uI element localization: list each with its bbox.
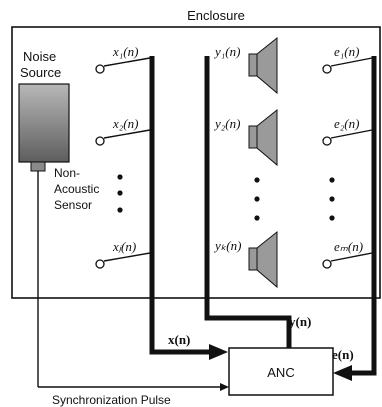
error-mic-1: e₁(n) <box>322 44 373 74</box>
anc-box <box>228 347 334 396</box>
error-bus <box>350 56 377 376</box>
x-signal-label: x(n) <box>168 332 190 347</box>
error-mic-label: e₂(n) <box>334 116 359 131</box>
reference-ellipsis-dots <box>117 174 123 213</box>
speaker-icon <box>248 53 258 77</box>
reference-bus <box>149 56 212 355</box>
ellipsis-dot <box>117 207 123 213</box>
mic-wire <box>103 129 151 139</box>
speaker-icon <box>248 125 258 149</box>
ellipsis-dot <box>329 196 335 202</box>
microphone-icon <box>95 136 105 146</box>
mic-wire <box>103 57 151 67</box>
microphone-icon <box>95 259 105 269</box>
reference-mic-label: x₁(n) <box>112 44 138 59</box>
sync-arrow-icon <box>220 383 229 391</box>
sync-label: Synchronization Pulse <box>52 393 171 407</box>
reference-mic-label: x₂(n) <box>112 116 138 131</box>
speaker-bus <box>204 56 292 348</box>
speaker-ellipsis-dots <box>254 177 260 221</box>
ellipsis-dot <box>254 215 260 221</box>
microphone-icon <box>322 64 332 74</box>
speaker-cone <box>256 108 278 167</box>
anc-label: ANC <box>267 365 294 380</box>
enclosure-title: Enclosure <box>187 8 245 23</box>
error-mic-label: eₘ(n) <box>334 239 363 254</box>
speaker-label: y₂(n) <box>213 116 240 131</box>
reference-mic-1: x₁(n) <box>95 44 151 74</box>
y-signal-label: y(n) <box>289 314 311 329</box>
noise-source-label-1: Noise <box>23 49 56 64</box>
reference-mic-2: x₂(n) <box>95 116 151 146</box>
speaker-k: yₖ(n) <box>213 230 278 289</box>
mic-wire <box>330 129 373 139</box>
sensor-label-3: Sensor <box>54 198 92 212</box>
e-arrow-icon <box>333 365 352 381</box>
speaker-2: y₂(n) <box>213 108 278 167</box>
mic-wire <box>103 252 151 262</box>
speaker-1: y₁(n) <box>213 36 278 95</box>
x-arrow-icon <box>209 344 228 360</box>
error-ellipsis-dots <box>329 177 335 221</box>
sensor-label-1: Non- <box>54 166 80 180</box>
speaker-icon <box>248 247 258 271</box>
sensor-label-2: Acoustic <box>54 182 99 196</box>
mic-wire <box>330 252 373 262</box>
e-signal-label: e(n) <box>332 347 354 362</box>
noise-source-label-2: Source <box>20 65 61 80</box>
enclosure-box <box>11 26 381 299</box>
mic-wire <box>330 57 373 67</box>
speaker-cone <box>256 230 278 289</box>
ellipsis-dot <box>254 177 260 183</box>
reference-mic-label: xⱼ(n) <box>112 239 136 254</box>
reference-mic-j: xⱼ(n) <box>95 239 151 269</box>
ellipsis-dot <box>117 174 123 180</box>
error-mic-2: e₂(n) <box>322 116 373 146</box>
ellipsis-dot <box>117 190 123 196</box>
noise-source-box <box>18 83 70 163</box>
ellipsis-dot <box>329 215 335 221</box>
speaker-label: y₁(n) <box>213 44 240 59</box>
speaker-cone <box>256 36 278 95</box>
error-mic-m: eₘ(n) <box>322 239 373 269</box>
microphone-icon <box>322 136 332 146</box>
microphone-icon <box>322 259 332 269</box>
sensor-box <box>30 161 46 172</box>
microphone-icon <box>95 64 105 74</box>
ellipsis-dot <box>329 177 335 183</box>
error-mic-label: e₁(n) <box>334 44 359 59</box>
speaker-label: yₖ(n) <box>213 238 241 253</box>
ellipsis-dot <box>254 196 260 202</box>
